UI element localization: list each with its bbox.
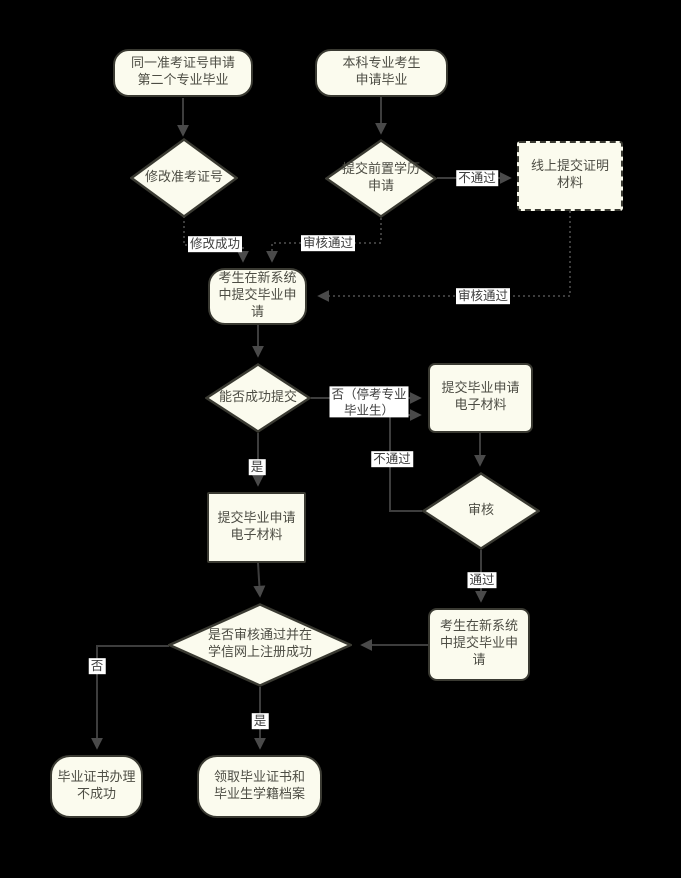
edge-label-modify-success: 修改成功 [187,236,243,252]
connector-final-no [91,645,169,750]
edge-label-no-register: 否 [88,658,106,674]
edge-label-review-pass-left: 审核通过 [300,235,356,251]
edge-label-no-suspended: 否（停考专业毕业生） [329,386,409,418]
node-review: 审核 [422,472,540,550]
diamond-shape [168,603,352,687]
diamond-shape [422,472,540,550]
edge-label-review-pass-right: 审核通过 [455,288,511,304]
node-submit-grad-application: 考生在新系统中提交毕业申请 [208,268,307,325]
node-submit-grad-application-2: 考生在新系统中提交毕业申请 [428,608,530,681]
node-submit-prior-education: 提交前置学历申请 [325,139,437,218]
node-submit-e-materials-left: 提交毕业申请电子材料 [207,492,306,563]
node-modify-ticket-number: 修改准考证号 [130,138,238,218]
node-online-proof-materials: 线上提交证明材料 [517,141,623,211]
node-submit-e-materials-right: 提交毕业申请电子材料 [428,363,533,433]
diamond-shape [130,138,238,218]
edge-label-yes-register: 是 [251,713,269,729]
edge-label-yes-submit: 是 [248,459,266,475]
edge-label-pass-review: 通过 [467,572,497,588]
edge-label-fail-review: 不通过 [371,451,413,467]
diamond-shape [325,139,437,218]
node-review-and-register: 是否审核通过并在学信网上注册成功 [168,603,352,687]
node-can-submit-success: 能否成功提交 [205,363,311,433]
connector-proof-pass [317,211,571,302]
connector-materials-to-final [253,562,266,598]
connector-modify-success [183,216,249,263]
diamond-shape [205,363,311,433]
node-start-second-major: 同一准考证号申请第二个专业毕业 [113,49,253,97]
node-receive-cert-archive: 领取毕业证书和毕业生学籍档案 [197,755,322,818]
edge-label-fail-prior-edu: 不通过 [456,170,498,186]
node-start-bachelor: 本科专业考生申请毕业 [315,49,448,97]
node-cert-not-success: 毕业证书办理不成功 [50,755,143,818]
